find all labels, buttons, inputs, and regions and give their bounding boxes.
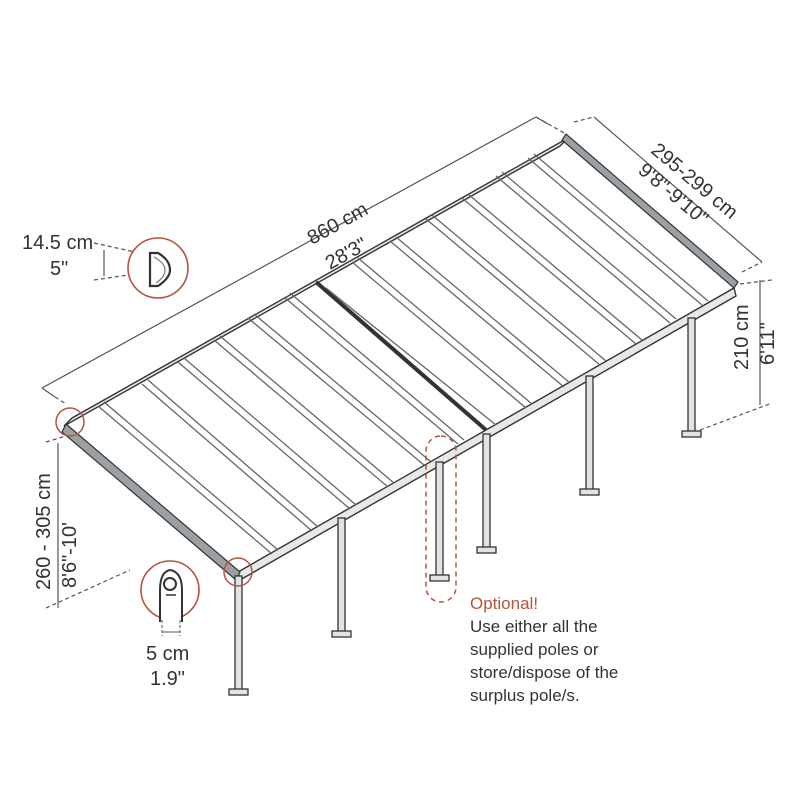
note-line-3: store/dispose of the [470, 663, 618, 682]
post-front-2 [337, 517, 346, 635]
profile-icon [148, 251, 172, 288]
front-height-ft-label: 8'6"-10' [59, 522, 81, 588]
post-front-right [687, 317, 696, 435]
profile-dimension [93, 242, 136, 281]
post-optional [435, 461, 444, 579]
post-front-left [234, 575, 243, 693]
profile-cm-label: 14.5 cm [22, 232, 93, 254]
post-cm-label: 5 cm [146, 643, 189, 665]
rafters [97, 153, 709, 555]
front-height-cm-label: 260 - 305 cm [33, 473, 55, 590]
note-line-1: Use either all the [470, 617, 598, 636]
profile-detail-callout [127, 237, 189, 299]
note-line-2: supplied poles or [470, 640, 599, 659]
post-in-label: 1.9" [150, 668, 185, 690]
width-dimension [573, 116, 763, 273]
front-height-dimension [45, 435, 131, 609]
profile-in-label: 5" [50, 258, 68, 280]
rear-height-cm-label: 210 cm [731, 304, 753, 370]
post-front-5 [585, 375, 594, 493]
post-detail-callout [140, 560, 200, 636]
roof-frame [61, 133, 739, 582]
corner-callouts [55, 407, 253, 587]
posts [228, 317, 702, 696]
rear-height-dimension [699, 279, 773, 431]
optional-pole-highlight [425, 435, 457, 603]
note-line-4: surplus pole/s. [470, 686, 580, 705]
rear-height-ft-label: 6'11" [757, 322, 779, 365]
length-dimension [41, 116, 567, 405]
note-title: Optional! [470, 594, 538, 613]
post-front-4 [482, 433, 491, 551]
